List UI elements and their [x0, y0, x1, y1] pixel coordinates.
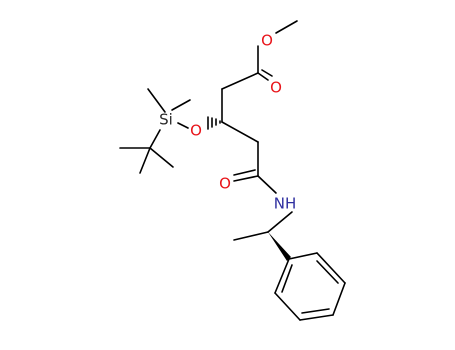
- bond: [233, 175, 259, 182]
- bond: [221, 121, 259, 143]
- bond: [257, 72, 269, 81]
- bond: [274, 258, 290, 294]
- bond: [281, 264, 293, 293]
- bond: [267, 211, 293, 233]
- bond: [332, 282, 346, 316]
- bond: [275, 20, 298, 34]
- bond: [261, 69, 273, 77]
- ester-oxygen-label: O: [261, 32, 273, 50]
- bond: [316, 260, 339, 284]
- hashed-wedge: [207, 116, 221, 130]
- solid-wedge: [268, 232, 291, 261]
- amide-nitrogen-label: NH: [274, 195, 297, 213]
- bond: [171, 99, 191, 111]
- bond: [288, 252, 318, 260]
- bond: [139, 147, 151, 174]
- bond: [301, 308, 330, 314]
- bond: [177, 122, 189, 129]
- bond: [233, 169, 256, 176]
- bond: [257, 175, 277, 194]
- bond: [233, 231, 269, 241]
- bond: [149, 147, 174, 168]
- bond: [299, 314, 334, 321]
- bond: [316, 252, 346, 284]
- carbonyl-oxygen-label: O: [270, 79, 282, 97]
- bond: [274, 292, 301, 321]
- amide-oxygen-label: O: [219, 175, 231, 193]
- bond: [221, 72, 259, 90]
- silicon-label: Si: [159, 111, 173, 129]
- bond: [149, 129, 161, 149]
- bond: [147, 88, 166, 113]
- ether-oxygen-label: O: [190, 122, 202, 140]
